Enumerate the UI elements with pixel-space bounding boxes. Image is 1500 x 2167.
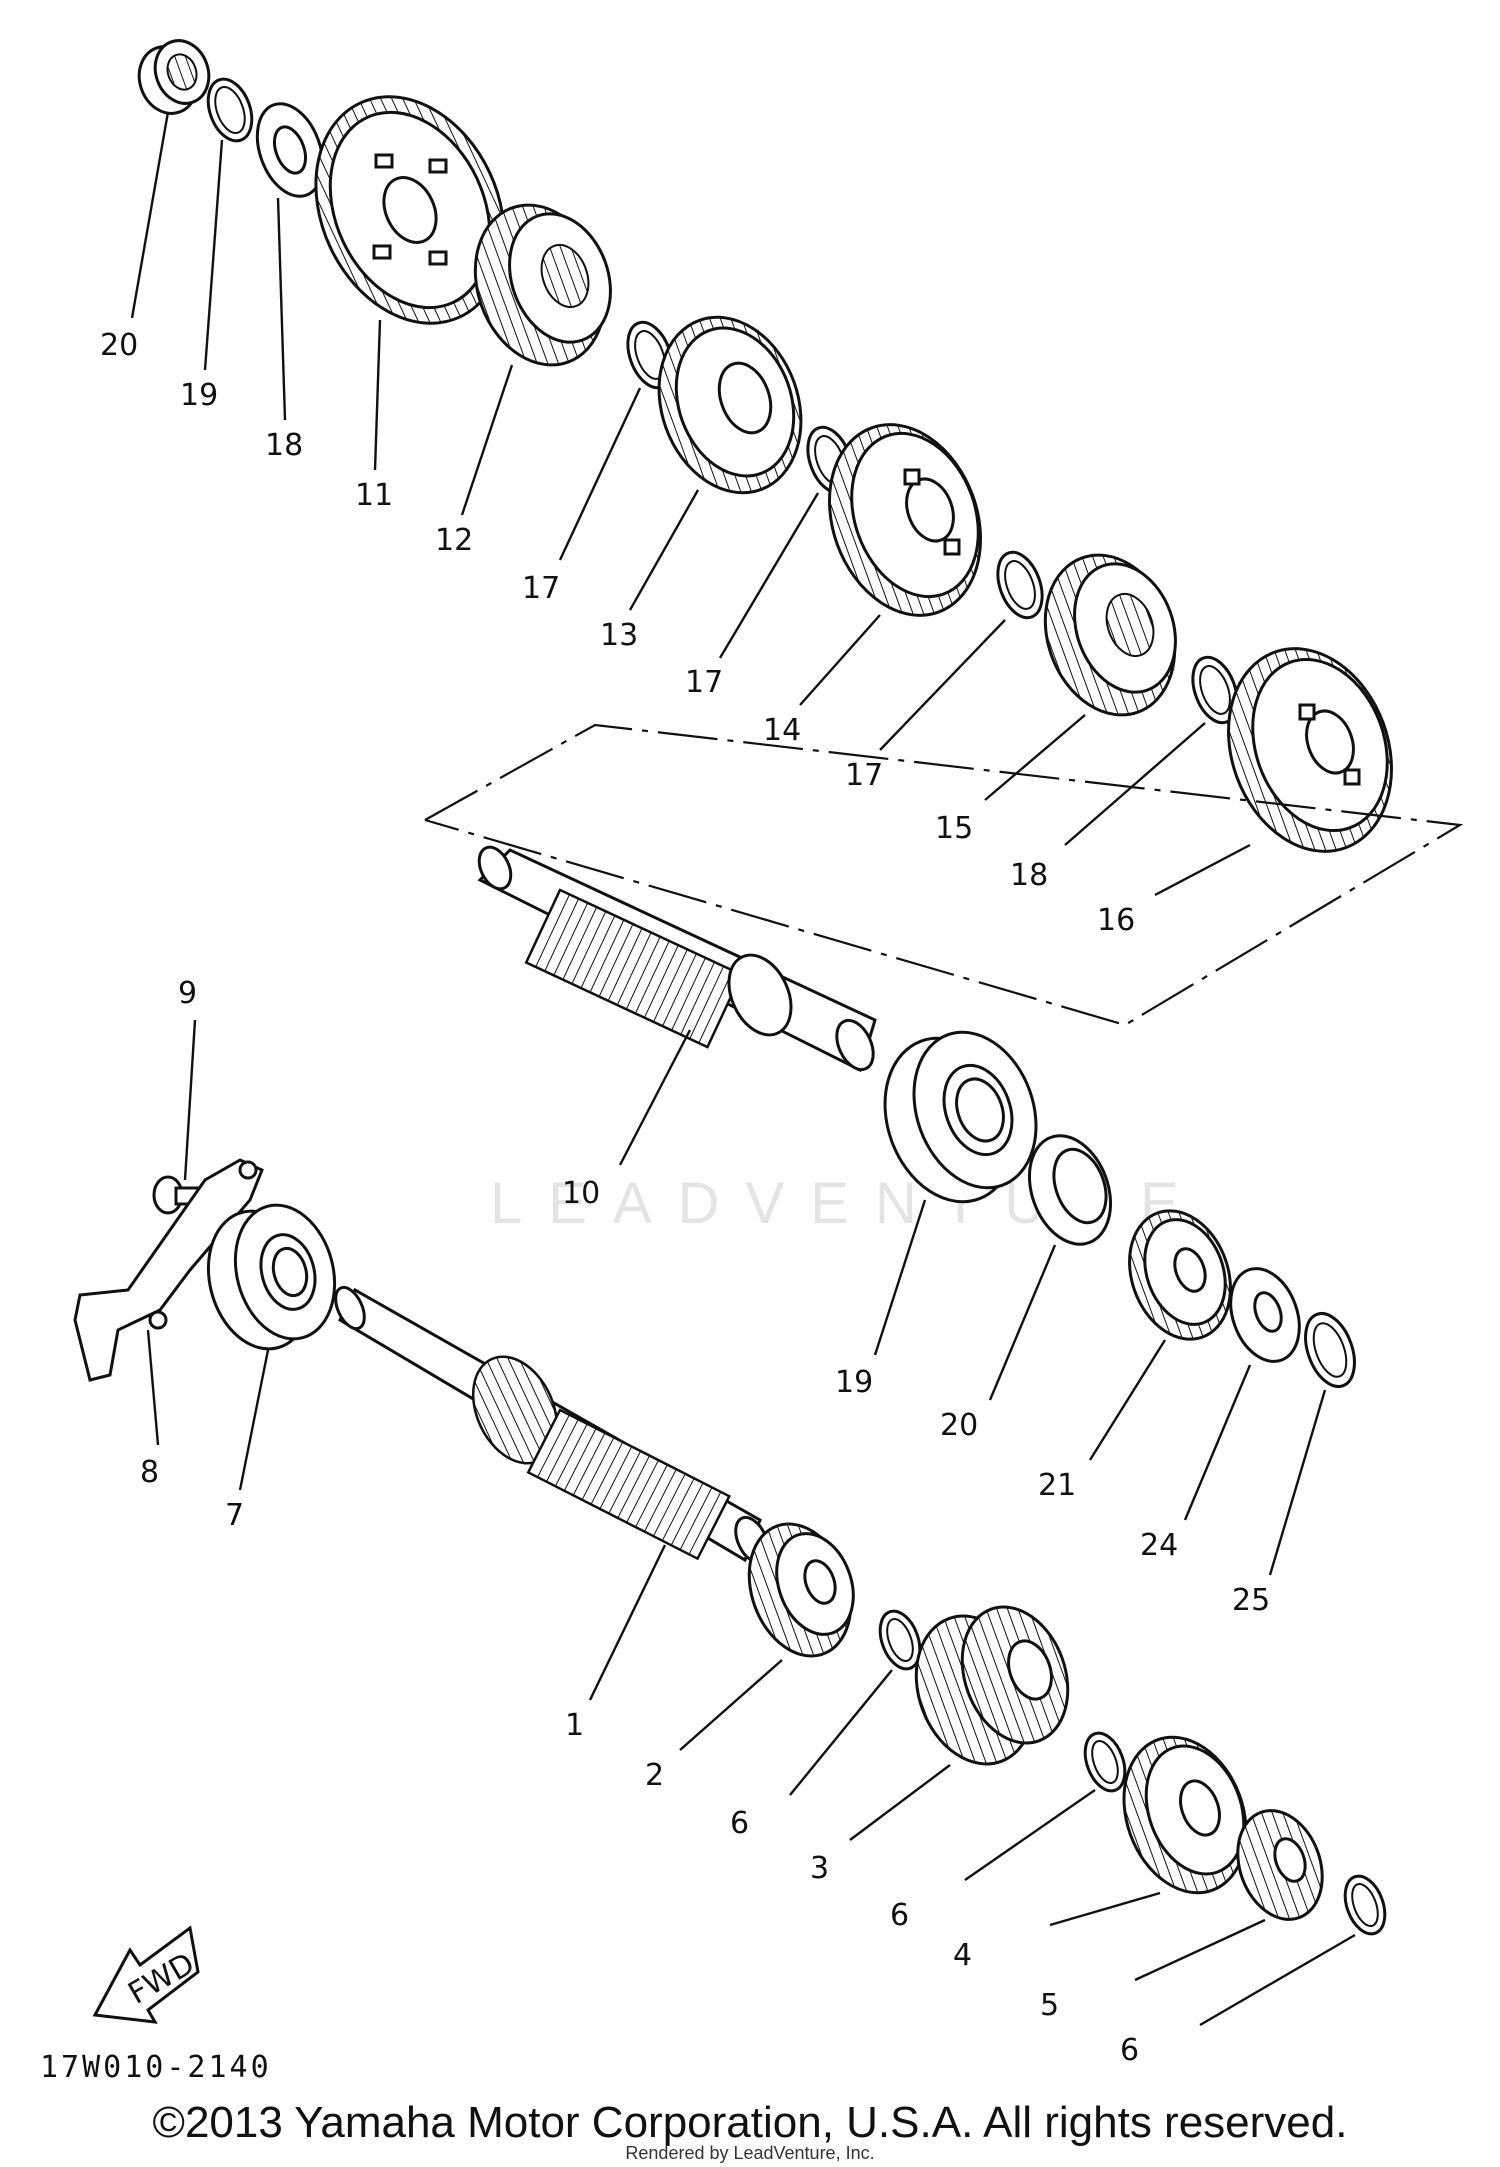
part-4-gear — [1122, 1735, 1248, 1895]
part-7-bearing — [206, 1203, 337, 1351]
callout-10: 10 — [562, 1176, 600, 1211]
part-15-gear — [1043, 553, 1177, 717]
callout-25: 25 — [1232, 1583, 1270, 1618]
part-6-circlip-c — [1343, 1874, 1387, 1936]
leader-lines — [130, 111, 1356, 2027]
part-21-bearing — [883, 1030, 1038, 1204]
part-20-needle-bearing — [137, 39, 211, 115]
callout-2: 2 — [645, 1758, 664, 1793]
callout-9: 9 — [178, 976, 197, 1011]
part-17-circlip-d — [1191, 655, 1239, 725]
part-12-gear — [473, 203, 612, 367]
part-22-oil-seal — [1027, 1134, 1113, 1246]
part-1-main-axle — [334, 1285, 770, 1565]
part-17-circlip-c — [996, 550, 1044, 620]
callout-17a: 17 — [522, 571, 560, 606]
callout-11: 11 — [355, 478, 393, 513]
part-25-circlip — [1304, 1312, 1356, 1388]
part-16-gear — [1227, 647, 1393, 853]
part-6-circlip-b — [1083, 1731, 1127, 1793]
callout-15: 15 — [935, 811, 973, 846]
callout-7: 7 — [225, 1498, 244, 1533]
copyright-notice: ©2013 Yamaha Motor Corporation, U.S.A. A… — [152, 2098, 1348, 2147]
callout-23: 21 — [1038, 1468, 1076, 1503]
callout-17c: 17 — [845, 758, 883, 793]
part-11-gear — [314, 95, 506, 325]
part-5-gear — [1236, 1809, 1324, 1921]
callout-20: 20 — [100, 328, 138, 363]
callout-6c: 6 — [1120, 2033, 1139, 2068]
callout-4: 4 — [953, 1938, 972, 1973]
callout-3: 3 — [810, 1851, 829, 1886]
callout-22: 20 — [940, 1408, 978, 1443]
callout-13: 13 — [600, 618, 638, 653]
part-19-circlip — [206, 77, 254, 143]
callout-18: 18 — [265, 428, 303, 463]
callout-6a: 6 — [730, 1806, 749, 1841]
callout-17d: 18 — [1010, 858, 1048, 893]
callout-17b: 17 — [685, 665, 723, 700]
callout-21: 19 — [835, 1365, 873, 1400]
callout-6b: 6 — [890, 1898, 909, 1933]
callout-12: 12 — [435, 523, 473, 558]
part-13-gear — [657, 315, 803, 495]
callout-19: 19 — [180, 378, 218, 413]
part-2-gear — [747, 1522, 855, 1658]
part-3-gear — [914, 1605, 1070, 1766]
part-14-gear — [827, 423, 983, 617]
part-6-circlip-a — [878, 1609, 922, 1671]
part-23-drive-sprocket — [1128, 1209, 1232, 1341]
callout-16: 16 — [1097, 903, 1135, 938]
fwd-arrow-icon: FWD — [92, 1925, 201, 2024]
callout-8: 8 — [140, 1455, 159, 1490]
assembly-bracket-lines — [424, 723, 1464, 1027]
callout-5: 5 — [1040, 1988, 1059, 2023]
rendered-by-note: Rendered by LeadVenture, Inc. — [625, 2143, 875, 2163]
callout-numbers: 20 19 18 11 12 17 13 17 14 17 15 18 16 9… — [100, 328, 1270, 2068]
diagram-code: 17W010-2140 — [40, 2050, 272, 2085]
callout-14: 14 — [763, 713, 801, 748]
part-18-washer — [255, 102, 325, 198]
part-10-drive-axle — [477, 845, 877, 1073]
callout-24: 24 — [1140, 1528, 1178, 1563]
callout-1: 1 — [565, 1708, 584, 1743]
part-24-lock-washer — [1229, 1267, 1301, 1363]
